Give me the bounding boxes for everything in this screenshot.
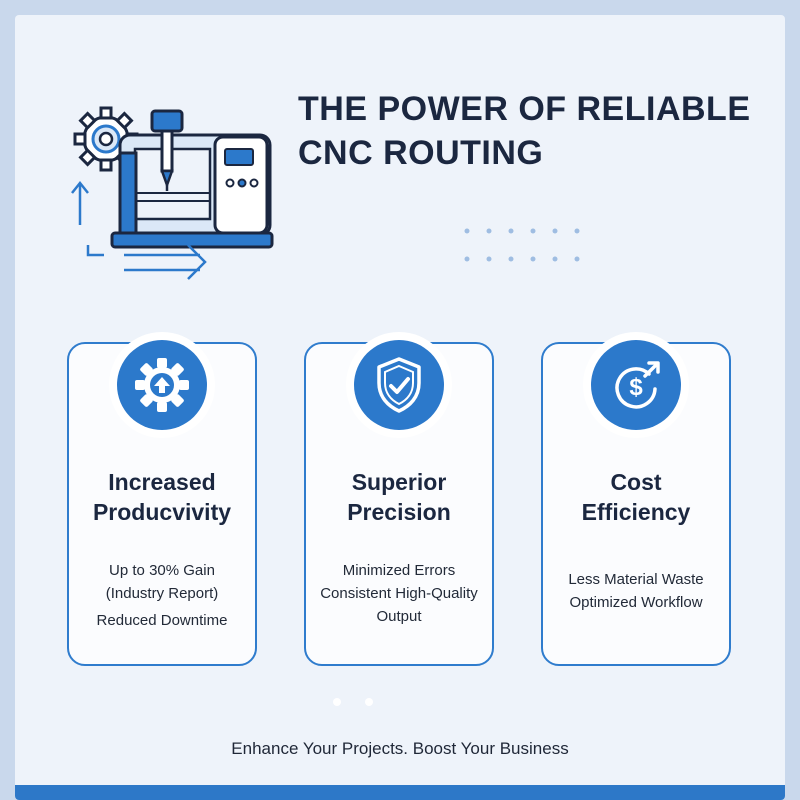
benefit-card-cost-efficiency: $ Cost Efficiency Less Material Waste Op…: [541, 332, 731, 666]
badge: [346, 332, 452, 438]
arrow-up-icon: [71, 180, 104, 257]
cnc-router-machine-icon: [71, 106, 274, 280]
tagline: Enhance Your Projects. Boost Your Busine…: [231, 739, 569, 758]
decorative-dot-grid: [464, 228, 580, 262]
card-line: Optimized Workflow: [569, 594, 703, 611]
footer-bar: [15, 785, 785, 800]
card-line: Output: [376, 608, 422, 625]
gear-arrow-up-icon: [135, 358, 189, 412]
card-line: Consistent High-Quality: [320, 585, 478, 602]
shield-check-icon: [377, 357, 421, 413]
card-description: Minimized Errors Consistent High-Quality…: [306, 559, 492, 628]
infographic-page: THE POWER OF RELIABLE CNC ROUTING: [15, 15, 785, 800]
title-line-1: THE POWER OF RELIABLE: [298, 90, 751, 128]
card-heading: Increased Producvivity: [92, 469, 232, 525]
card-line: Less Material Waste: [568, 571, 704, 588]
card-heading: Superior Precision: [347, 469, 451, 525]
card-line: (Industry Report): [105, 585, 219, 602]
card-description: Less Material Waste Optimized Workflow: [543, 568, 729, 614]
title-line-2: CNC ROUTING: [298, 134, 544, 172]
card-line: Reduced Downtime: [96, 612, 228, 629]
benefit-card-precision: Superior Precision Minimized Errors Cons…: [304, 332, 494, 666]
badge: [109, 332, 215, 438]
card-line: Up to 30% Gain: [109, 562, 215, 579]
card-heading: Cost Efficiency: [581, 469, 691, 525]
pagination-dot: [365, 698, 373, 706]
dollar-growth-icon: $: [615, 361, 660, 409]
pagination-dots: [333, 698, 383, 710]
benefit-card-productivity: Increased Producvivity Up to 30% Gain (I…: [67, 332, 257, 666]
arrow-right-icon: [124, 244, 207, 280]
gear-icon: [73, 106, 139, 172]
svg-text:$: $: [629, 374, 643, 401]
card-line: Minimized Errors: [342, 562, 456, 579]
page-title: THE POWER OF RELIABLE CNC ROUTING: [298, 87, 768, 175]
pagination-dot: [333, 698, 341, 706]
card-description: Up to 30% Gain (Industry Report) Reduced…: [69, 559, 255, 632]
badge: $: [583, 332, 689, 438]
benefit-cards: Increased Producvivity Up to 30% Gain (I…: [67, 332, 737, 682]
